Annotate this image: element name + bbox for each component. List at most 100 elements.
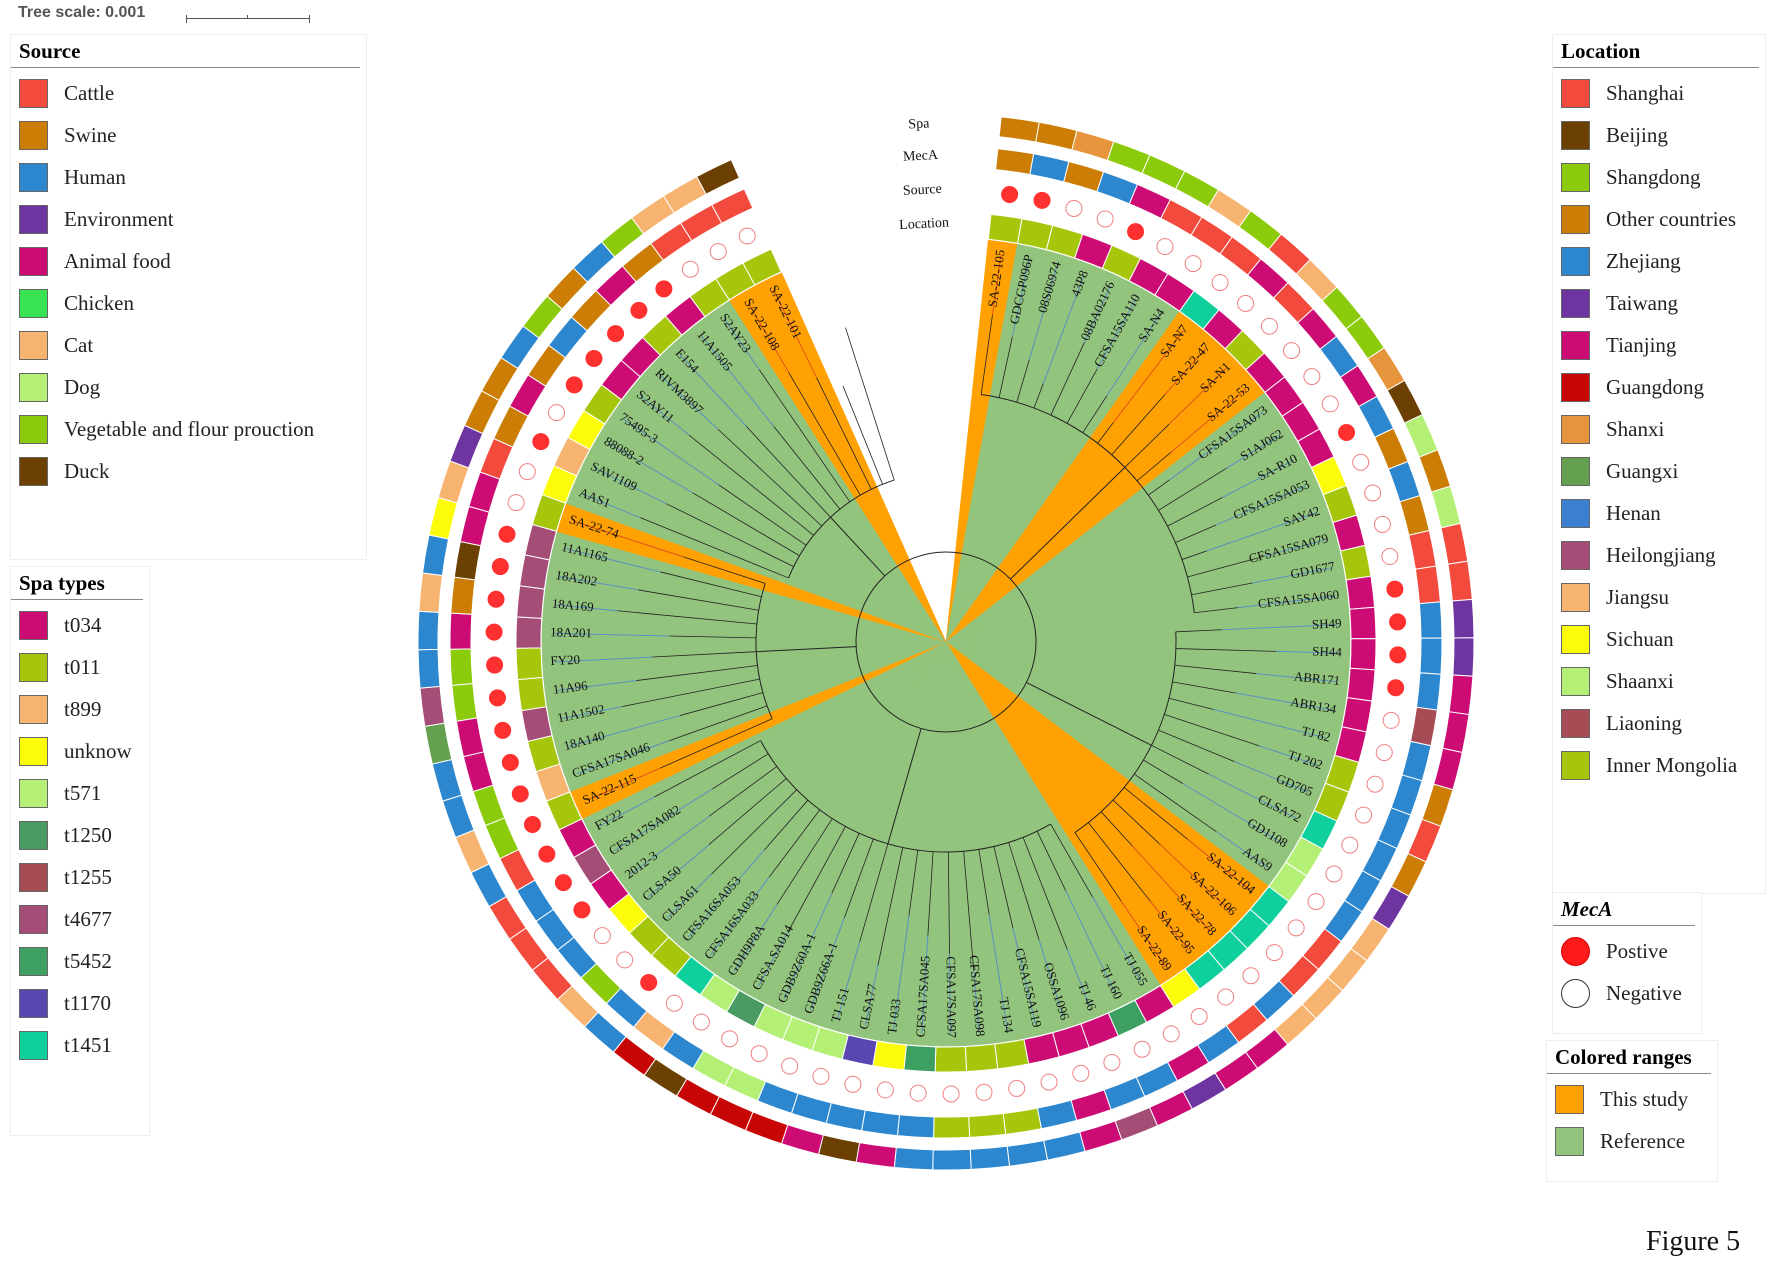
- legend-swatch: [19, 694, 48, 724]
- source-cell: [1409, 706, 1438, 747]
- meca-positive-dot: [532, 433, 550, 451]
- source-cell: [1029, 153, 1070, 183]
- internal-branch: [1143, 759, 1184, 784]
- source-cell: [472, 784, 506, 827]
- legend-label: Liaoning: [1606, 710, 1682, 735]
- meca-negative-dot: [1065, 199, 1083, 217]
- leaf-branch: [1221, 624, 1338, 631]
- legend-label: Vegetable and flour prouction: [64, 416, 315, 441]
- meca-positive-dot: [511, 785, 529, 803]
- leaf-branch: [587, 767, 661, 801]
- location-cell: [1442, 711, 1470, 754]
- meca-positive-dot: [1001, 185, 1019, 203]
- legend-source-title: Source: [11, 35, 360, 68]
- location-cell: [1071, 129, 1115, 161]
- legend-item: Environment: [11, 198, 366, 240]
- legend-label: This study: [1600, 1086, 1689, 1111]
- leaf-branch: [773, 289, 818, 379]
- leaf-branch: [1237, 595, 1336, 609]
- legend-label: Shangdong: [1606, 164, 1701, 189]
- spa-cell: [903, 1044, 937, 1073]
- legend-label: Sichuan: [1606, 626, 1674, 651]
- legend-label: Zhejiang: [1606, 248, 1681, 273]
- legend-item: Negative: [1553, 972, 1701, 1014]
- source-cell: [1401, 740, 1432, 782]
- internal-branch: [1008, 842, 1040, 940]
- legend-label: t1451: [64, 1032, 112, 1057]
- spa-cell: [1345, 575, 1376, 610]
- meca-negative-dot: [593, 927, 611, 945]
- legend-label: Heilongjiang: [1606, 542, 1716, 567]
- legend-item: Vegetable and flour prouction: [11, 408, 366, 450]
- location-cell: [780, 1124, 824, 1155]
- legend-swatch: [19, 330, 48, 360]
- legend-item: Shangdong: [1553, 156, 1765, 198]
- legend-swatch: [19, 78, 48, 108]
- location-cell: [417, 648, 441, 689]
- location-ring: [417, 116, 1475, 1171]
- meca-negative-dot: [1008, 1079, 1026, 1097]
- legend-label: Henan: [1606, 500, 1661, 525]
- meca-positive-dot: [585, 349, 603, 367]
- legend-swatch: [1555, 1084, 1584, 1114]
- legend-item: Cattle: [11, 72, 366, 114]
- legend-item: t034: [11, 604, 149, 646]
- location-cell: [1148, 1090, 1193, 1127]
- legend-item: Sichuan: [1553, 618, 1765, 660]
- legend-item: t1451: [11, 1024, 149, 1066]
- legend-item: Zhejiang: [1553, 240, 1765, 282]
- internal-branch: [764, 799, 809, 851]
- legend-item: Postive: [1553, 930, 1701, 972]
- leaf-branch: [988, 914, 1008, 1030]
- meca-negative-dot: [1162, 1025, 1180, 1043]
- leaf-branch: [1149, 900, 1190, 951]
- legend-item: Inner Mongolia: [1553, 744, 1765, 786]
- leaf-branch: [576, 740, 670, 775]
- location-cell: [1106, 140, 1151, 175]
- location-cell: [419, 685, 446, 727]
- root-arc: [855, 551, 1037, 733]
- legend-label: Postive: [1606, 938, 1668, 963]
- legend-swatch: [19, 120, 48, 150]
- legend-item: t5452: [11, 940, 149, 982]
- colored-ranges-layer: [541, 239, 1351, 1047]
- legend-item: Human: [11, 156, 366, 198]
- location-cell: [893, 1147, 934, 1171]
- legend-item: Duck: [11, 450, 366, 492]
- legend-label: unknow: [64, 738, 132, 763]
- legend-swatch: [1555, 1126, 1584, 1156]
- leaf-branch: [700, 335, 775, 427]
- internal-branch: [1111, 394, 1165, 456]
- meca-positive-dot: [1386, 580, 1404, 598]
- internal-branch: [1164, 713, 1260, 747]
- source-cell: [1408, 529, 1437, 570]
- meca-negative-dot: [1103, 1053, 1121, 1071]
- meca-negative-dot: [1133, 1040, 1151, 1058]
- leaf-branch: [629, 815, 710, 875]
- meca-negative-dot: [1355, 806, 1373, 824]
- leaf-branch: [892, 915, 910, 1031]
- legend-item: Chicken: [11, 282, 366, 324]
- meca-positive-dot: [655, 280, 673, 298]
- source-cell: [1002, 1107, 1042, 1135]
- source-cell: [968, 1112, 1007, 1138]
- tree-scale-bar: [186, 15, 310, 23]
- meca-negative-dot: [1040, 1073, 1058, 1091]
- legend-label: Swine: [64, 122, 117, 147]
- leaf-branch: [1234, 761, 1309, 793]
- internal-branch: [816, 377, 872, 490]
- source-cell: [896, 1114, 935, 1139]
- meca-negative-dot: [1190, 1007, 1208, 1025]
- legend-item: t011: [11, 646, 149, 688]
- leaf-label: ABR171: [1293, 668, 1341, 688]
- leaf-branch: [1028, 265, 1058, 361]
- location-cell: [1430, 485, 1462, 529]
- internal-branch: [1074, 832, 1122, 901]
- leaf-branch: [1065, 890, 1117, 996]
- leaf-branch: [568, 715, 681, 747]
